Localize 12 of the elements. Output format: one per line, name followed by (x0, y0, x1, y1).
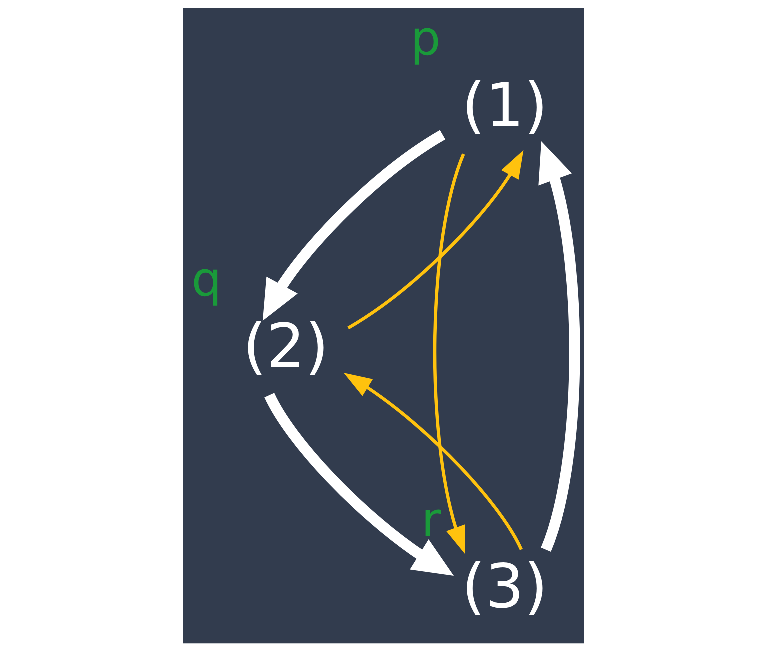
node-label: r (420, 494, 441, 549)
arrow (433, 154, 465, 555)
arrow (262, 130, 446, 321)
arrow (264, 392, 454, 576)
node-text: (1) (461, 71, 548, 142)
node-text: (3) (461, 552, 548, 623)
node-label: q (191, 252, 222, 308)
arrow (538, 142, 580, 552)
arrow (347, 150, 524, 330)
node-text: (2) (242, 312, 328, 382)
node-label: p (410, 12, 440, 68)
arrow (343, 373, 522, 550)
